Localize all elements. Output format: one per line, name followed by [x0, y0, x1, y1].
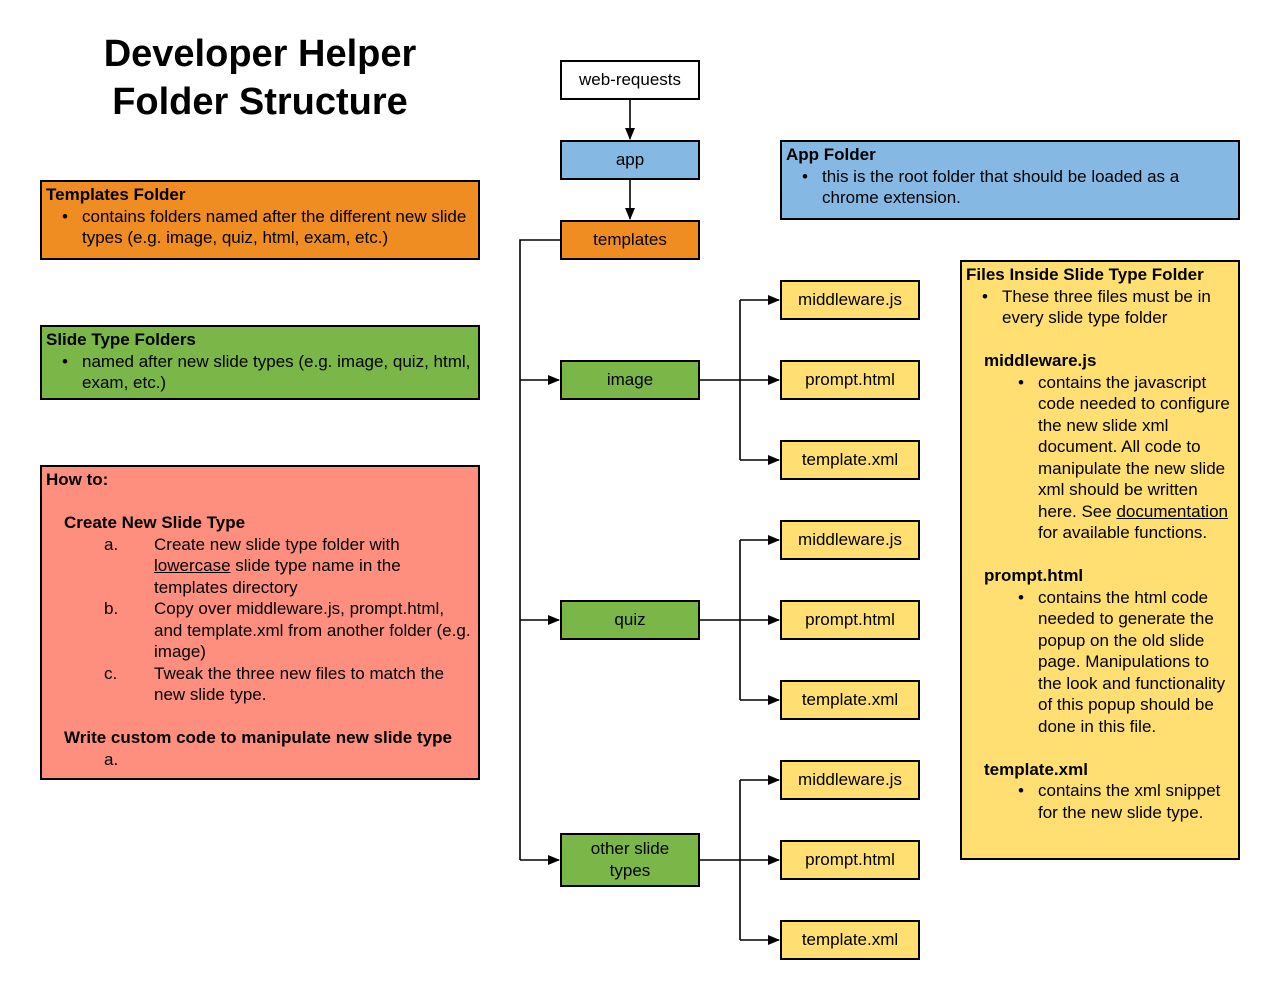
node-image: image [560, 360, 700, 400]
note-bullets: contains folders named after the differe… [46, 206, 474, 249]
node-image-prompt: prompt.html [780, 360, 920, 400]
note-heading: Slide Type Folders [46, 330, 196, 349]
file-label: template.xml [801, 450, 899, 469]
node-other-slide-types: other slide types [560, 833, 700, 887]
node-web-requests-label: web-requests [578, 70, 682, 89]
step-label: a. [104, 749, 119, 769]
node-image-template: template.xml [780, 440, 920, 480]
node-other-template: template.xml [780, 920, 920, 960]
step-b: b. Copy over middleware.js, prompt.html,… [104, 598, 474, 663]
step-text: Copy over middleware.js, prompt.html, an… [154, 599, 471, 661]
file-label: template.xml [801, 930, 899, 949]
diagram-title: Developer Helper Folder Structure [40, 30, 480, 126]
note-slide-type-folders: Slide Type Folders named after new slide… [40, 325, 480, 400]
note-bullet: this is the root folder that should be l… [802, 166, 1234, 209]
step-a-post: slide type name in the templates directo… [154, 556, 401, 597]
note-bullets: this is the root folder that should be l… [786, 166, 1234, 209]
note-heading: Templates Folder [46, 185, 186, 204]
file-label: middleware.js [798, 770, 902, 789]
file-label: middleware.js [798, 290, 902, 309]
node-other-middleware: middleware.js [780, 760, 920, 800]
middleware-pre: contains the javascript code needed to c… [1038, 372, 1230, 521]
template-bullet: contains the xml snippet for the new sli… [1018, 780, 1234, 823]
node-app-label: app [615, 150, 645, 169]
middleware-heading: middleware.js [984, 351, 1097, 370]
note-how-to: How to: Create New Slide Type a. Create … [40, 465, 480, 780]
template-bullets: contains the xml snippet for the new sli… [966, 780, 1234, 823]
step-a: a. Create new slide type folder with low… [104, 534, 474, 599]
note-files-inside: Files Inside Slide Type Folder These thr… [960, 260, 1240, 860]
node-templates-label: templates [593, 230, 667, 249]
middleware-bullet: contains the javascript code needed to c… [1018, 372, 1234, 544]
step-text: Tweak the three new files to match the n… [154, 663, 445, 705]
note-bullets: These three files must be in every slide… [966, 286, 1234, 329]
file-label: prompt.html [805, 610, 895, 629]
node-other-label-line-2: types [609, 861, 651, 880]
node-other-prompt: prompt.html [780, 840, 920, 880]
note-bullets: named after new slide types (e.g. image,… [46, 351, 474, 394]
documentation-link[interactable]: documentation [1116, 501, 1228, 521]
note-heading: How to: [46, 470, 109, 489]
step-text [154, 749, 474, 771]
note-heading: Files Inside Slide Type Folder [966, 265, 1204, 284]
title-line-1: Developer Helper [103, 33, 417, 75]
node-quiz-label: quiz [614, 610, 646, 629]
node-templates: templates [560, 220, 700, 260]
custom-step-a: a. [104, 749, 474, 771]
file-label: template.xml [801, 690, 899, 709]
node-image-middleware: middleware.js [780, 280, 920, 320]
step-c: c. Tweak the three new files to match th… [104, 663, 474, 706]
step-label: c. [104, 663, 118, 683]
file-label: prompt.html [805, 370, 895, 389]
note-bullet: These three files must be in every slide… [982, 286, 1234, 329]
edge-templates-trunk [519, 239, 560, 860]
create-slide-type-heading: Create New Slide Type [64, 513, 246, 532]
middleware-post: for available functions. [1038, 523, 1208, 542]
step-label: b. [104, 599, 119, 618]
node-quiz-template: template.xml [780, 680, 920, 720]
template-heading: template.xml [984, 759, 1088, 779]
middleware-bullets: contains the javascript code needed to c… [966, 372, 1234, 544]
node-other-label-line-1: other slide [590, 839, 670, 858]
node-quiz: quiz [560, 600, 700, 640]
node-web-requests: web-requests [560, 60, 700, 100]
node-quiz-prompt: prompt.html [780, 600, 920, 640]
prompt-bullets: contains the html code needed to generat… [966, 587, 1234, 738]
lowercase-link[interactable]: lowercase [154, 556, 231, 575]
title-line-2: Folder Structure [112, 81, 408, 123]
prompt-bullet: contains the html code needed to generat… [1018, 587, 1234, 738]
file-label: prompt.html [805, 850, 895, 869]
note-bullet: named after new slide types (e.g. image,… [62, 351, 474, 394]
note-app-folder: App Folder this is the root folder that … [780, 140, 1240, 220]
file-label: middleware.js [798, 530, 902, 549]
node-app: app [560, 140, 700, 180]
node-image-label: image [606, 370, 654, 389]
custom-code-heading: Write custom code to manipulate new slid… [64, 728, 452, 747]
note-templates-folder: Templates Folder contains folders named … [40, 180, 480, 260]
step-label: a. [104, 534, 119, 554]
step-a-pre: Create new slide type folder with [154, 534, 400, 554]
node-quiz-middleware: middleware.js [780, 520, 920, 560]
step-text: Create new slide type folder with lowerc… [154, 534, 474, 599]
note-bullet: contains folders named after the differe… [62, 206, 474, 249]
prompt-heading: prompt.html [984, 566, 1084, 585]
note-heading: App Folder [786, 145, 876, 164]
